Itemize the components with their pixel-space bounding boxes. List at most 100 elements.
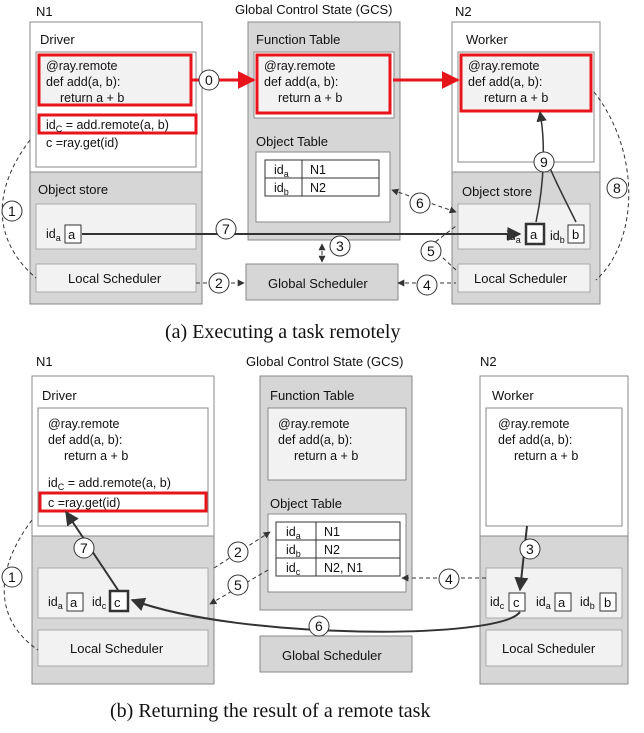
b-object-table-row-1-loc: N1 bbox=[324, 525, 340, 539]
b-worker-code-line1: @ray.remote bbox=[498, 417, 570, 431]
local-scheduler-right bbox=[457, 263, 591, 293]
worker-label: Worker bbox=[466, 32, 508, 47]
b-local-scheduler-left-label: Local Scheduler bbox=[70, 641, 164, 656]
b-node-n1-label: N1 bbox=[36, 354, 53, 369]
local-scheduler-left-label: Local Scheduler bbox=[68, 271, 162, 286]
svg-text:5: 5 bbox=[234, 577, 242, 593]
gcs-label: Global Control State (GCS) bbox=[235, 2, 393, 17]
b-store-left-c-box bbox=[108, 589, 130, 613]
b-driver-code-line1: @ray.remote bbox=[48, 417, 120, 431]
b-local-scheduler-left bbox=[37, 629, 209, 667]
svg-text:3: 3 bbox=[526, 541, 534, 557]
b-driver-call-line: idC = add.remote(a, b) bbox=[48, 476, 171, 492]
b-object-table-row-2-loc: N2 bbox=[324, 543, 340, 557]
b-worker-code-line2: def add(a, b): bbox=[498, 433, 572, 447]
b-worker-code-line3: return a + b bbox=[514, 449, 578, 463]
b-store-right-b-id: idb bbox=[580, 595, 595, 611]
b-driver-code-line2: def add(a, b): bbox=[48, 433, 122, 447]
local-scheduler-left bbox=[35, 263, 197, 293]
ft-code-line2: def add(a, b): bbox=[264, 75, 338, 89]
local-scheduler-right-label: Local Scheduler bbox=[474, 271, 568, 286]
svg-text:9: 9 bbox=[540, 154, 548, 170]
object-table-label: Object Table bbox=[256, 134, 328, 149]
store-right-a-box bbox=[524, 222, 546, 246]
store-left-id: ida bbox=[46, 227, 61, 243]
store-left-val: a bbox=[68, 227, 76, 242]
svg-text:8: 8 bbox=[613, 180, 621, 196]
b-store-left-a-id: ida bbox=[48, 595, 63, 611]
b-store-right-b-val: b bbox=[604, 595, 611, 610]
b-object-table-row-2-id: idb bbox=[286, 543, 301, 559]
b-driver-label: Driver bbox=[42, 388, 77, 403]
b-store-left-a-box bbox=[66, 592, 84, 612]
b-local-scheduler-right bbox=[485, 629, 623, 667]
b-function-table-label: Function Table bbox=[270, 388, 354, 403]
b-gcs-label: Global Control State (GCS) bbox=[246, 354, 404, 369]
caption-b: (b) Returning the result of a remote tas… bbox=[110, 700, 430, 722]
panel-b: N1 Driver @ray.remote def add(a, b): ret… bbox=[1, 354, 629, 722]
object-store-left-label: Object store bbox=[38, 182, 108, 197]
driver-code-line1: @ray.remote bbox=[46, 59, 118, 73]
ft-code-line1: @ray.remote bbox=[264, 59, 336, 73]
worker-code-line2: def add(a, b): bbox=[468, 75, 542, 89]
svg-text:4: 4 bbox=[423, 277, 431, 293]
svg-text:6: 6 bbox=[315, 618, 323, 634]
object-table-row-1-loc: N1 bbox=[310, 163, 326, 177]
function-table-code-box bbox=[255, 53, 392, 115]
driver-label: Driver bbox=[40, 32, 75, 47]
step-markers-b: 1 2 3 4 5 6 7 bbox=[1, 537, 541, 637]
svg-text:3: 3 bbox=[336, 238, 344, 254]
step-markers-a: 0 1 2 3 4 5 6 7 8 9 bbox=[1, 69, 628, 296]
b-object-table-rows: ida N1 idb N2 idc N2, N1 bbox=[275, 521, 401, 577]
store-right-b-box bbox=[567, 224, 585, 244]
b-node-n2-label: N2 bbox=[480, 354, 497, 369]
b-local-scheduler-right-label: Local Scheduler bbox=[502, 641, 596, 656]
store-right-b-id: idb bbox=[550, 229, 565, 245]
worker-code-line1: @ray.remote bbox=[468, 59, 540, 73]
node-n2-label: N2 bbox=[455, 4, 472, 19]
object-table-row-2-id: idb bbox=[274, 181, 289, 197]
svg-text:1: 1 bbox=[8, 569, 16, 585]
store-right-a-val: a bbox=[530, 227, 538, 242]
object-store-right-label: Object store bbox=[462, 184, 532, 199]
svg-text:2: 2 bbox=[234, 544, 242, 560]
object-table-row-2-loc: N2 bbox=[310, 181, 326, 195]
driver-code-box bbox=[37, 53, 193, 107]
caption-a: (a) Executing a task remotely bbox=[165, 321, 400, 343]
panel-a: N1 Driver @ray.remote def add(a, b): ret… bbox=[1, 2, 630, 343]
worker-code-box bbox=[459, 53, 593, 113]
b-ft-code-line1: @ray.remote bbox=[278, 417, 350, 431]
svg-text:5: 5 bbox=[427, 243, 435, 259]
b-store-left-a-val: a bbox=[70, 595, 78, 610]
b-object-table-row-3-id: idc bbox=[286, 561, 301, 577]
driver-call-line: idC = add.remote(a, b) bbox=[46, 118, 169, 134]
b-worker-box bbox=[485, 407, 623, 527]
b-store-right-b-box bbox=[599, 592, 617, 612]
worker-code-line3: return a + b bbox=[484, 91, 548, 105]
b-store-right-c-id: idc bbox=[490, 595, 505, 611]
b-function-table bbox=[267, 407, 407, 481]
b-store-left-c-val: c bbox=[114, 595, 121, 610]
node-n1-label: N1 bbox=[36, 4, 53, 19]
svg-text:7: 7 bbox=[222, 221, 230, 237]
ft-code-line3: return a + b bbox=[278, 91, 342, 105]
svg-text:2: 2 bbox=[215, 275, 223, 291]
svg-text:1: 1 bbox=[8, 203, 16, 219]
b-global-scheduler bbox=[259, 635, 413, 673]
b-global-scheduler-label: Global Scheduler bbox=[282, 648, 382, 663]
b-store-right-a-box bbox=[554, 592, 572, 612]
b-driver-get-line: c =ray.get(id) bbox=[48, 496, 120, 510]
object-store-left bbox=[35, 203, 197, 250]
b-object-table-row-1-id: ida bbox=[286, 525, 301, 541]
b-store-right-a-val: a bbox=[558, 595, 566, 610]
function-table-label: Function Table bbox=[256, 32, 340, 47]
b-store-right-c-val: c bbox=[513, 595, 520, 610]
svg-text:6: 6 bbox=[416, 195, 424, 211]
b-driver-code-line3: return a + b bbox=[64, 449, 128, 463]
global-scheduler-label: Global Scheduler bbox=[268, 276, 368, 291]
driver-get-line: c =ray.get(id) bbox=[46, 136, 118, 150]
b-object-table-row-3-loc: N2, N1 bbox=[324, 561, 363, 575]
global-scheduler bbox=[245, 263, 399, 301]
b-store-right-a-id: ida bbox=[536, 595, 551, 611]
